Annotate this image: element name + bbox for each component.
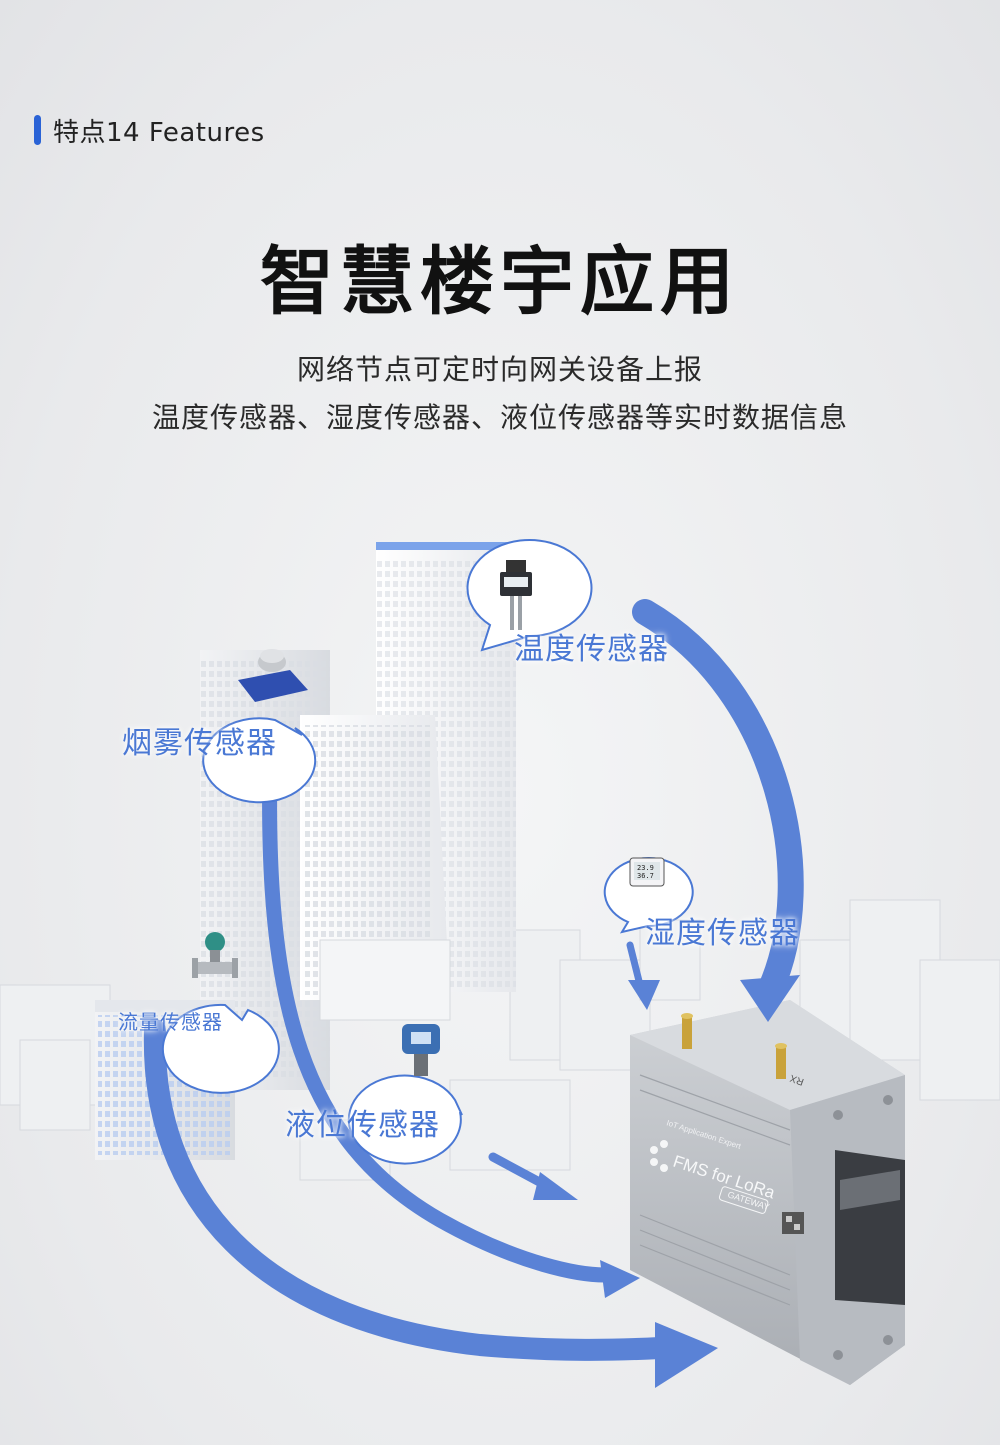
liquid-level-sensor-bubble (347, 1024, 463, 1165)
arrow-heads (533, 975, 800, 1388)
label-flow-sensor: 流量传感器 (118, 1010, 223, 1034)
label-humidity-sensor: 湿度传感器 (645, 916, 800, 951)
data-flow-arrows (143, 599, 804, 1361)
gateway-device: FMS for LoRa IoT Application Expert GATE… (630, 1000, 905, 1385)
central-tower (300, 715, 451, 1021)
smoke-sensor-bubble (202, 649, 317, 804)
city-background (0, 899, 1000, 1181)
flow-sensor-bubble (161, 932, 280, 1094)
feature-tag-bar (34, 115, 41, 145)
subtitle-line-2: 温度传感器、湿度传感器、液位传感器等实时数据信息 (151, 401, 848, 434)
humidity-display-line-2: 36.7 (637, 872, 654, 880)
antenna-label: RX (788, 1072, 805, 1087)
label-smoke-sensor: 烟雾传感器 (122, 726, 277, 761)
gateway-logo-icon (650, 1140, 668, 1172)
page-title: 智慧楼宇应用 (260, 239, 740, 325)
feature-tag: 特点14 Features (34, 112, 265, 148)
feature-tag-text: 特点14 Features (53, 117, 265, 148)
label-liquid-level-sensor: 液位传感器 (285, 1108, 440, 1143)
humidity-display-line-1: 23.9 (637, 864, 654, 872)
humidity-sensor-bubble: 23.9 36.7 (603, 857, 694, 934)
label-temperature-sensor: 温度传感器 (514, 632, 669, 667)
temperature-sensor-bubble (466, 539, 593, 652)
subtitle-line-1: 网络节点可定时向网关设备上报 (296, 353, 703, 386)
